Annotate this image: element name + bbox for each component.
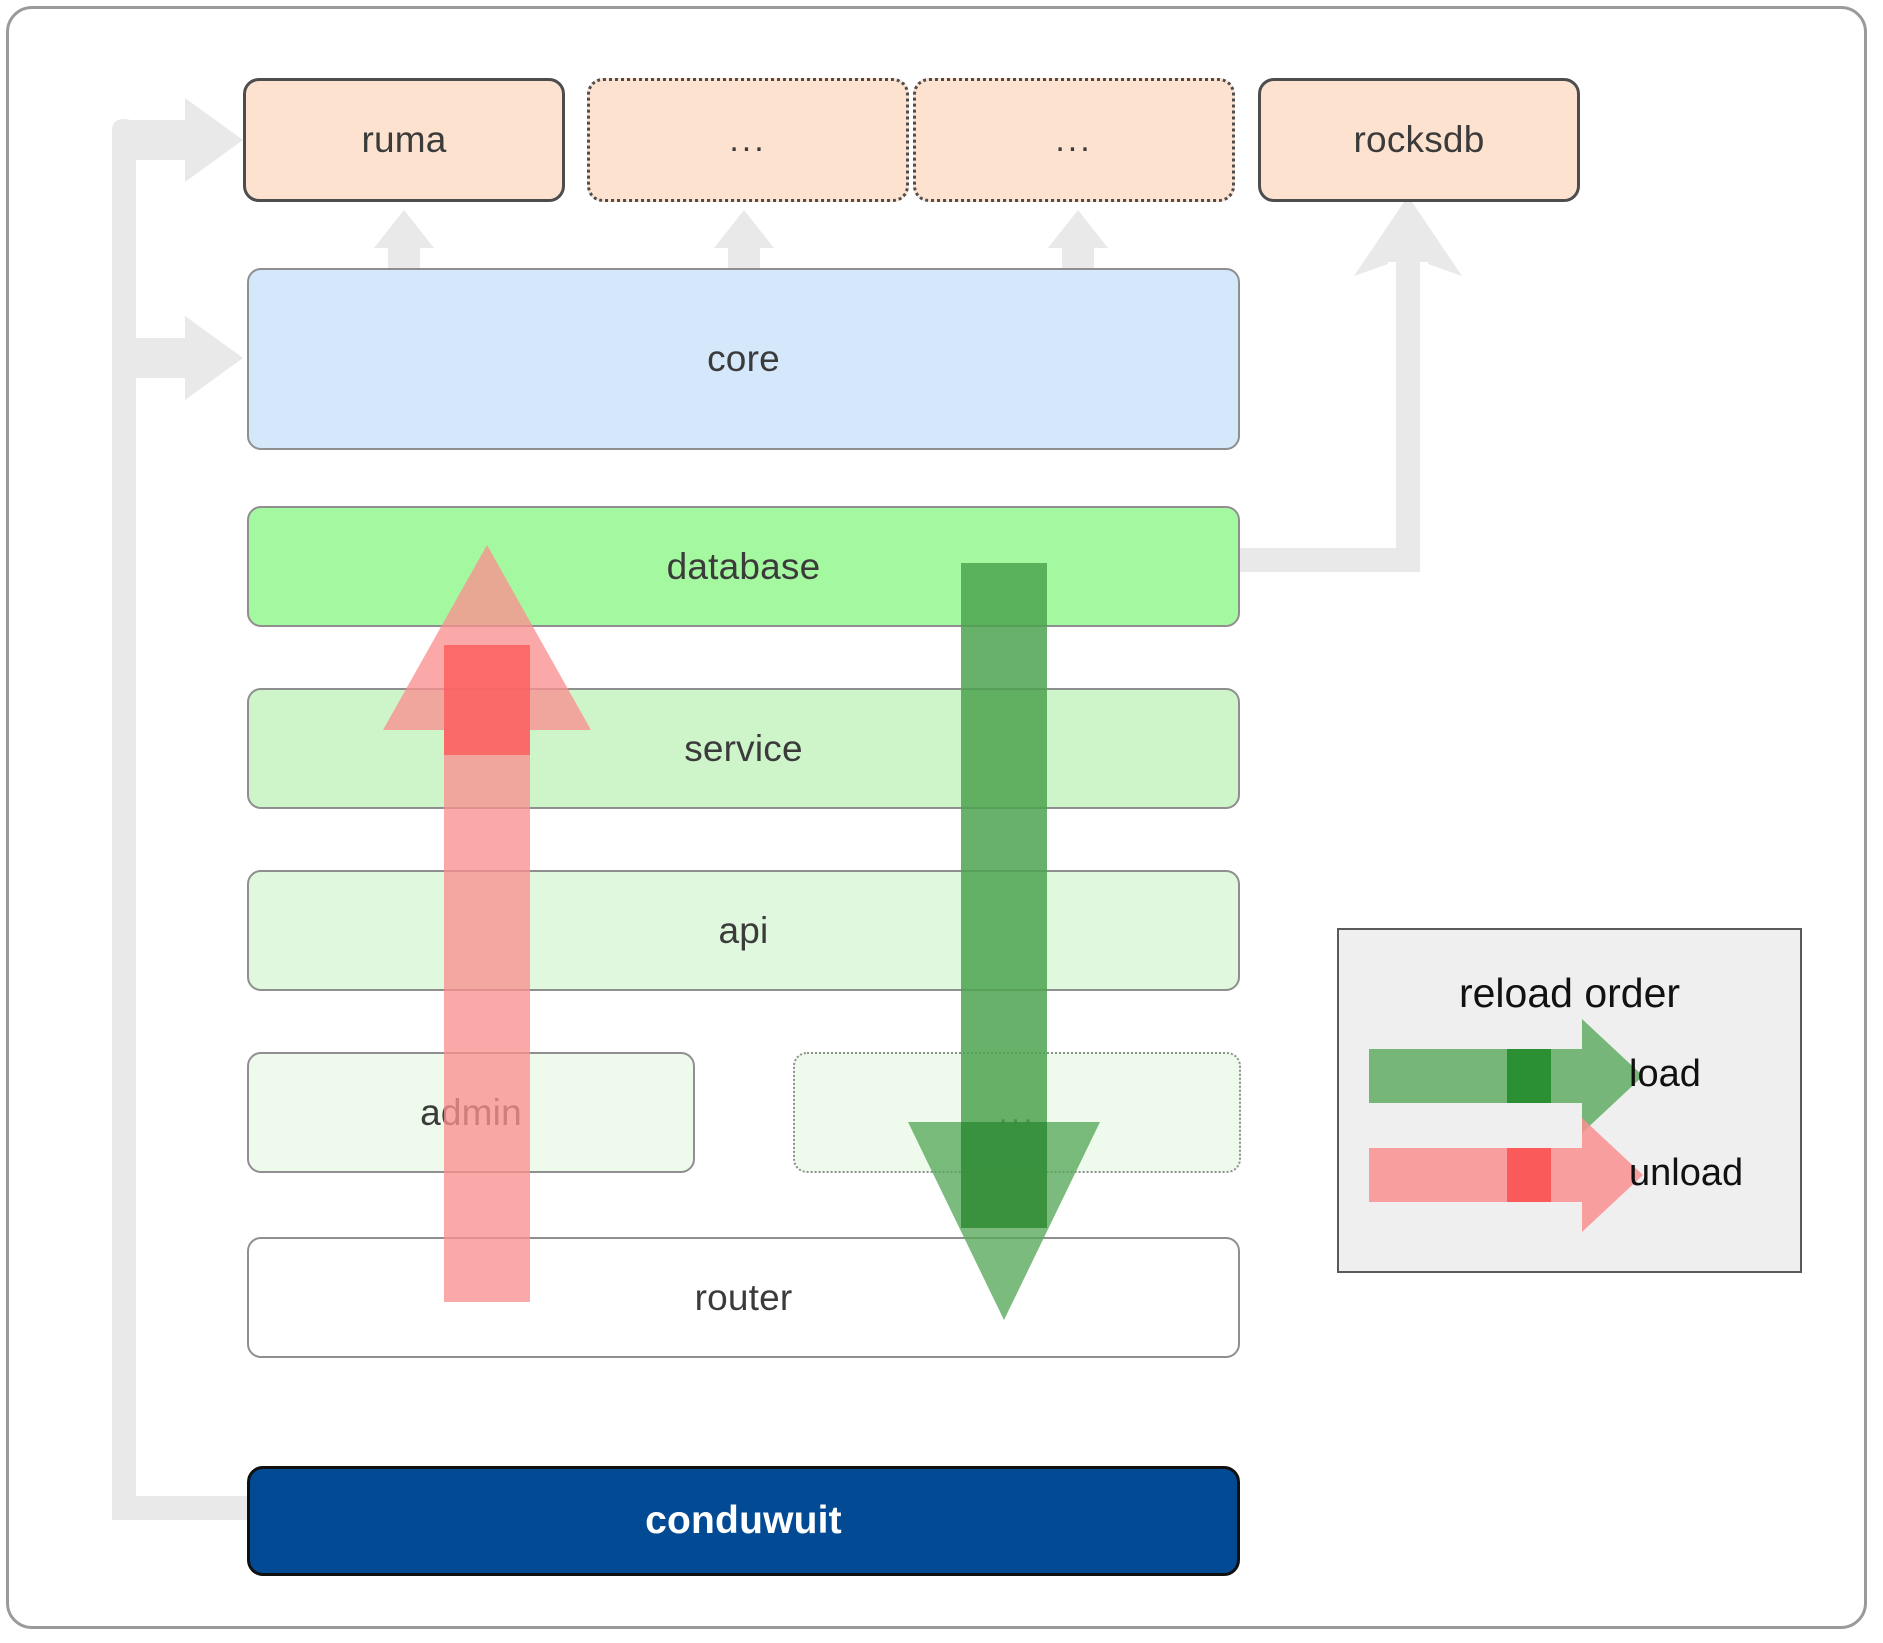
legend-unload-arrow <box>1369 1118 1643 1232</box>
unload-arrow <box>383 545 591 1302</box>
legend-panel: reload order load unload <box>1337 928 1802 1273</box>
legend-arrows <box>1369 1019 1643 1232</box>
core-to-deps-arrows <box>374 196 1462 572</box>
legend-label-unload: unload <box>1629 1152 1744 1194</box>
layer-box-api[interactable]: api <box>247 870 1240 991</box>
layer-box-database[interactable]: database <box>247 506 1240 627</box>
legend-load-arrow <box>1369 1019 1643 1133</box>
connector-bus-left <box>112 98 247 1520</box>
legend-label-load: load <box>1629 1053 1701 1095</box>
legend-title: reload order <box>1458 970 1681 1016</box>
load-arrow <box>908 563 1100 1320</box>
